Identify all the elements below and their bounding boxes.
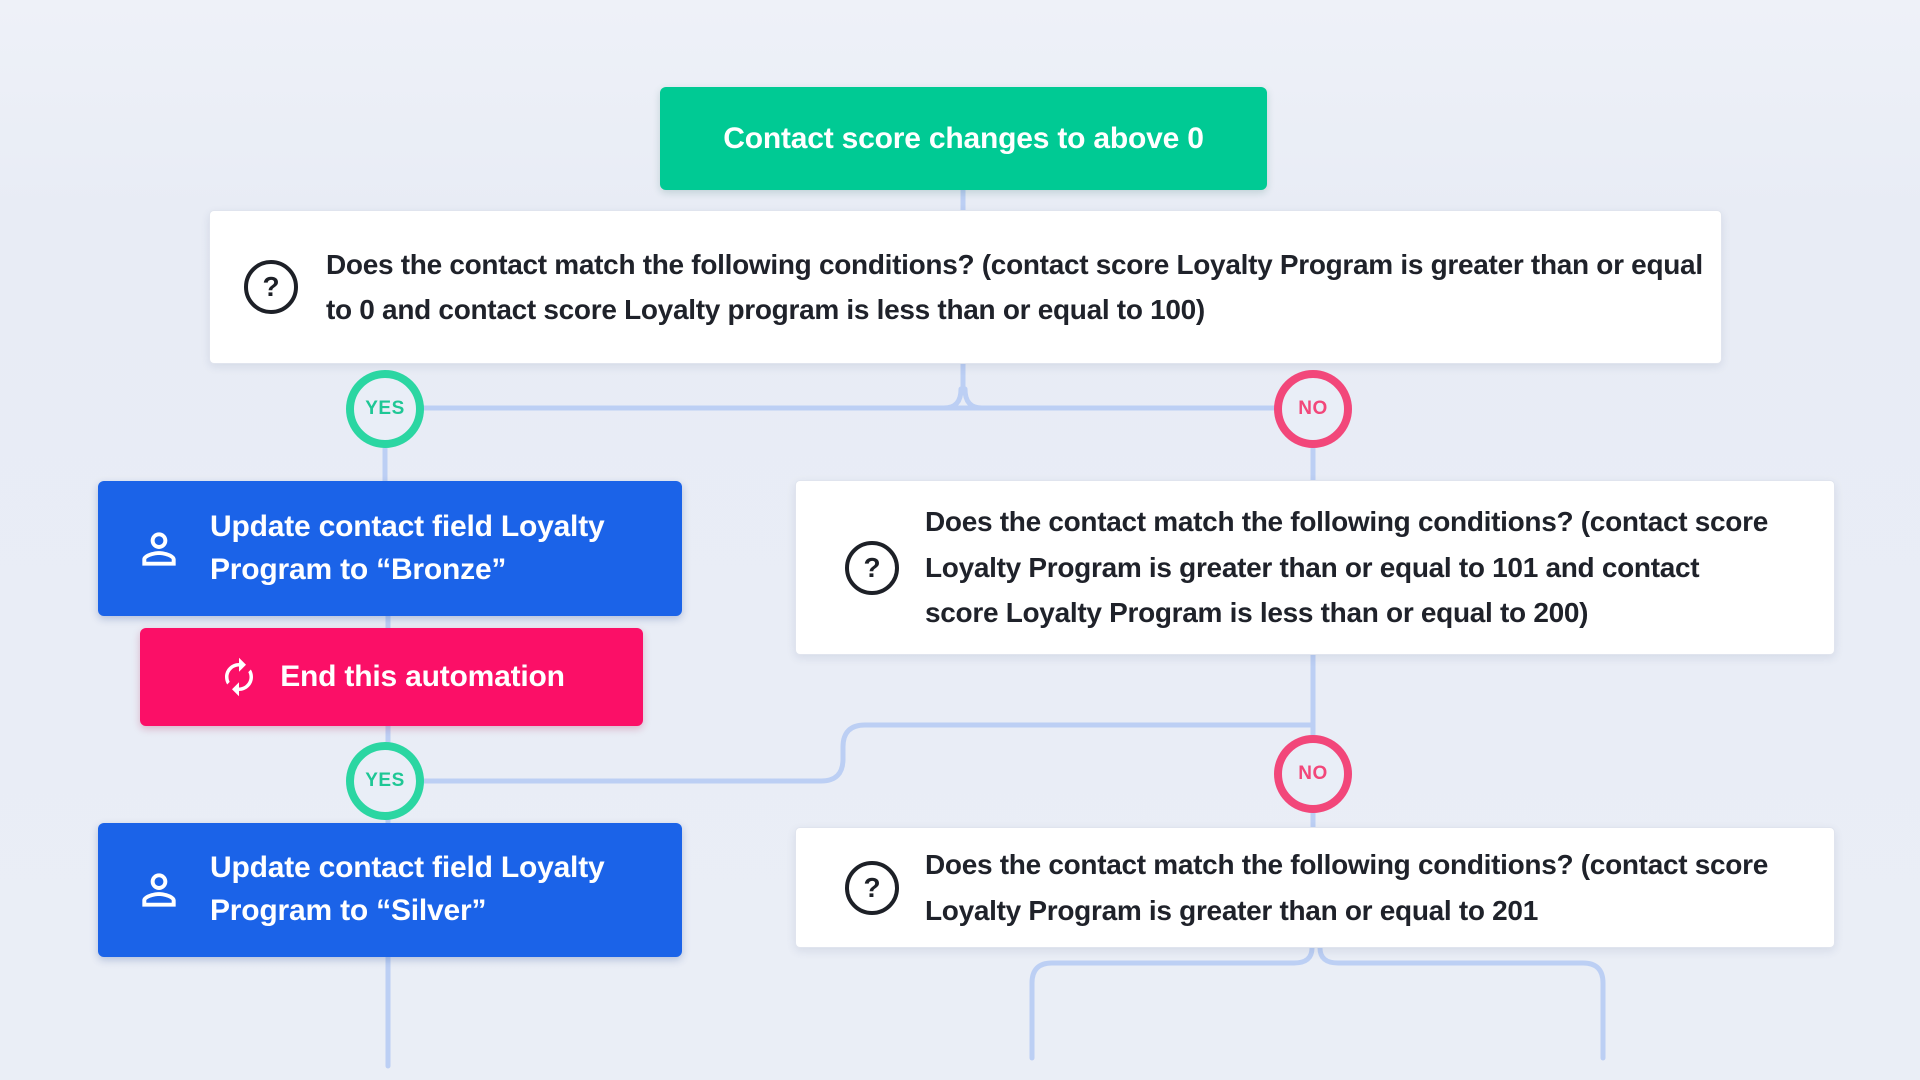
question-mark-icon: ? [244, 260, 298, 314]
condition-text: Does the contact match the following con… [925, 849, 1768, 926]
action-node-update-silver[interactable]: Update contact field Loyalty Program to … [98, 823, 682, 957]
no-label: NO [1298, 763, 1328, 784]
condition-text: Does the contact match the following con… [326, 248, 1703, 325]
condition-node-3[interactable]: ? Does the contact match the following c… [795, 827, 1835, 948]
question-mark-icon: ? [845, 860, 899, 915]
trigger-label: Contact score changes to above 0 [723, 121, 1204, 155]
yes-branch-badge-1: YES [346, 370, 424, 448]
person-icon [142, 531, 176, 566]
yes-branch-badge-2: YES [346, 742, 424, 820]
no-label: NO [1298, 398, 1328, 419]
trigger-node[interactable]: Contact score changes to above 0 [660, 87, 1267, 190]
question-mark-icon: ? [845, 540, 899, 595]
condition-node-2[interactable]: ? Does the contact match the following c… [795, 480, 1835, 655]
sync-icon [225, 657, 254, 697]
action-node-update-bronze[interactable]: Update contact field Loyalty Program to … [98, 481, 682, 616]
end-automation-label: End this automation [280, 660, 565, 693]
no-branch-badge-1: NO [1274, 370, 1352, 448]
condition-text: Does the contact match the following con… [925, 506, 1768, 629]
condition-node-1[interactable]: ? Does the contact match the following c… [209, 210, 1722, 364]
person-icon [142, 873, 176, 907]
action-label: Update contact field Loyalty Program to … [210, 509, 605, 586]
action-label: Update contact field Loyalty Program to … [210, 851, 605, 927]
yes-label: YES [365, 770, 405, 791]
yes-label: YES [365, 398, 405, 419]
end-automation-node[interactable]: End this automation [140, 628, 643, 726]
no-branch-badge-2: NO [1274, 735, 1352, 813]
